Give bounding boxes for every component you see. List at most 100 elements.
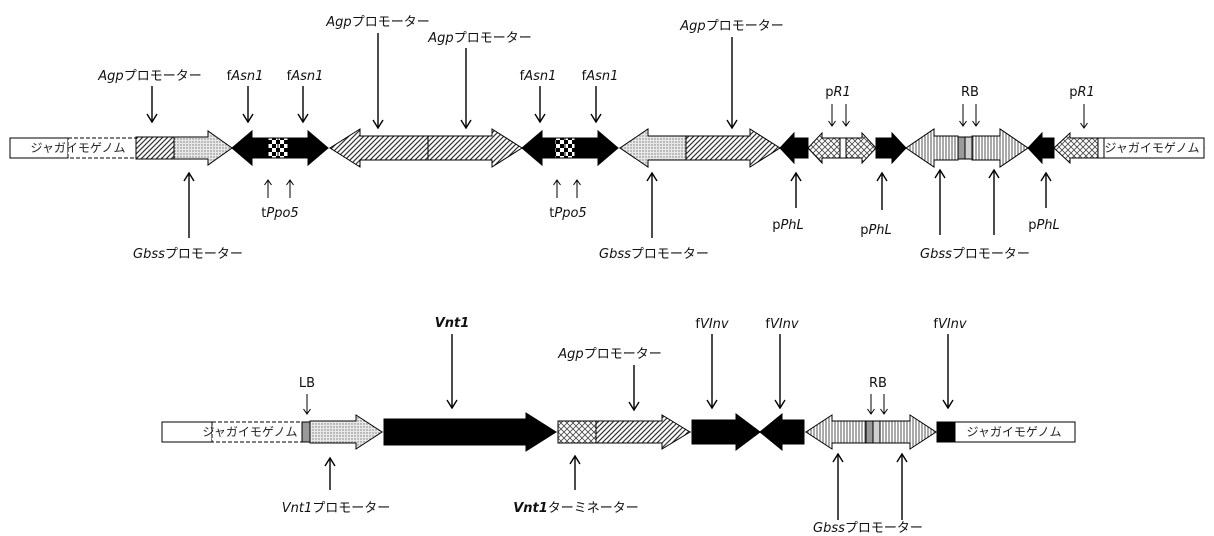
arrow-tppo5-2b-head xyxy=(573,179,581,186)
arrow-tppo5-1b-head xyxy=(286,179,294,186)
arrow-tppo5-1a-head xyxy=(264,179,272,186)
label-tppo5-2: tPpo5 xyxy=(549,206,586,221)
label-rb-1: RB xyxy=(961,85,979,100)
gbss-promoter-arrow-right-bottom xyxy=(879,414,937,450)
gbss-promoter-arrow-1 xyxy=(173,130,233,166)
label-fvinv-2: fVInv xyxy=(765,317,799,332)
agp-promoter-arrow-right-2 xyxy=(685,128,781,168)
pr1-spacer-1 xyxy=(839,137,847,159)
genome-label-right-bottom: ジャガイモゲノム xyxy=(966,425,1061,439)
label-fasn1-4: fAsn1 xyxy=(582,69,619,84)
arrow-tppo5-2a-head xyxy=(553,179,561,186)
arrow-agp-4-head xyxy=(726,119,738,130)
arrow-vnt1-promoter-head xyxy=(324,456,336,467)
genome-label-left-bottom: ジャガイモゲノム xyxy=(202,425,297,439)
arrow-vnt1-gene-head xyxy=(446,399,458,410)
fvinv-arrow-right xyxy=(691,413,761,451)
arrow-pphl-3-head xyxy=(1040,171,1052,182)
arrow-rb-1a-head xyxy=(959,120,967,127)
label-fvinv-3: fVInv xyxy=(933,317,967,332)
label-gbss-promoter-3: Gbssプロモーター xyxy=(920,247,1030,262)
label-tppo5-1: tPpo5 xyxy=(261,206,298,221)
arrow-agp-1-head xyxy=(146,113,158,124)
tppo5-block-1b xyxy=(277,137,289,159)
gbss-promoter-arrow-left-bottom xyxy=(805,414,867,450)
arrow-gbss-1-head xyxy=(183,171,195,182)
arrow-fvinv-1-head xyxy=(706,399,718,410)
label-agp-promoter-3: Agpプロモーター xyxy=(427,31,531,46)
label-gbss-promoter-2: Gbssプロモーター xyxy=(599,247,709,262)
arrow-rb-bottom-a-head xyxy=(867,408,875,415)
vnt1-terminator-block xyxy=(557,420,597,444)
vnt1-gene-arrow xyxy=(383,412,557,452)
arrow-gbss-3a-head xyxy=(934,168,946,179)
agp-promoter-arrow-left-1 xyxy=(329,128,429,168)
pphl-arrow-1 xyxy=(779,131,809,165)
arrow-gbss-bottom-a-head xyxy=(832,452,844,463)
label-pr1-1: pR1 xyxy=(825,85,851,100)
rb-band-bottom-1 xyxy=(865,420,874,444)
arrow-agp-3-head xyxy=(460,119,472,130)
tppo5-block-1a xyxy=(267,137,279,159)
fasn1-arrow-left-1 xyxy=(231,129,269,167)
genome-label-right-top: ジャガイモゲノム xyxy=(1104,141,1199,155)
agp-promoter-arrow-right-1 xyxy=(427,128,523,168)
arrow-gbss-bottom-b-head xyxy=(896,452,908,463)
rb-band-bottom-2 xyxy=(872,420,881,444)
pr1-arrow-right-1 xyxy=(845,131,877,165)
label-agp-promoter-1: Agpプロモーター xyxy=(97,69,201,84)
label-agp-promoter-4: Agpプロモーター xyxy=(679,19,783,34)
arrow-fasn1-4-head xyxy=(590,113,602,124)
fasn1-arrow-right-2 xyxy=(574,129,619,167)
arrow-agp-bottom-head xyxy=(628,401,640,412)
arrow-fvinv-2-head xyxy=(774,399,786,410)
arrow-fasn1-1-head xyxy=(242,113,254,124)
tppo5-block-2b xyxy=(564,137,576,159)
label-vnt1-terminator: Vnt1ターミネーター xyxy=(513,501,639,516)
pr1-arrow-left-2 xyxy=(1053,131,1099,165)
label-gbss-promoter-bottom: Gbssプロモーター xyxy=(813,521,923,536)
label-agp-promoter-2: Agpプロモーター xyxy=(325,15,429,30)
arrow-gbss-2-head xyxy=(646,171,658,182)
genome-label-left-top: ジャガイモゲノム xyxy=(30,141,125,155)
label-pphl-2: pPhL xyxy=(860,223,892,238)
arrow-rb-bottom-b-head xyxy=(880,408,888,415)
pphl-arrow-3 xyxy=(1027,131,1055,165)
vnt1-promoter-arrow xyxy=(309,414,383,450)
label-rb-bottom: RB xyxy=(869,376,887,391)
arrow-pphl-1-head xyxy=(790,171,802,182)
arrow-agp-2-head xyxy=(372,119,384,130)
gbss-promoter-arrow-left-2 xyxy=(619,128,687,168)
label-pphl-1: pPhL xyxy=(772,218,804,233)
label-vnt1-promoter: Vnt1プロモーター xyxy=(282,501,391,516)
arrow-pr1-2-head xyxy=(1080,122,1088,129)
arrow-gbss-3b-head xyxy=(988,168,1000,179)
agp-promoter-arrow-bottom xyxy=(595,414,691,450)
arrow-fvinv-3-head xyxy=(942,399,954,410)
fasn1-arrow-right-1 xyxy=(287,129,329,167)
gbss-promoter-arrow-left-3 xyxy=(905,128,959,168)
pphl-arrow-2 xyxy=(875,131,907,165)
arrow-fasn1-2-head xyxy=(297,113,309,124)
arrow-pr1-1b-head xyxy=(842,120,850,127)
label-fasn1-3: fAsn1 xyxy=(520,69,557,84)
pr1-arrow-left-1 xyxy=(807,131,841,165)
pr1-spacer-2 xyxy=(1097,137,1105,159)
label-fasn1-2: fAsn1 xyxy=(287,69,324,84)
arrow-fasn1-3-head xyxy=(534,113,546,124)
label-gbss-promoter-1: Gbssプロモーター xyxy=(133,247,243,262)
fasn1-arrow-left-2 xyxy=(521,129,556,167)
fvinv-arrow-left xyxy=(759,412,805,452)
arrow-lb-head xyxy=(303,408,311,415)
rb-band-1 xyxy=(957,136,966,160)
rb-band-2 xyxy=(964,136,973,160)
arrow-pr1-1a-head xyxy=(828,120,836,127)
arrow-vnt1-terminator-head xyxy=(569,454,581,465)
agp-promoter-block-1 xyxy=(135,136,175,160)
label-agp-promoter-bottom: Agpプロモーター xyxy=(557,347,661,362)
label-fvinv-1: fVInv xyxy=(695,317,729,332)
tppo5-block-2a xyxy=(554,137,566,159)
